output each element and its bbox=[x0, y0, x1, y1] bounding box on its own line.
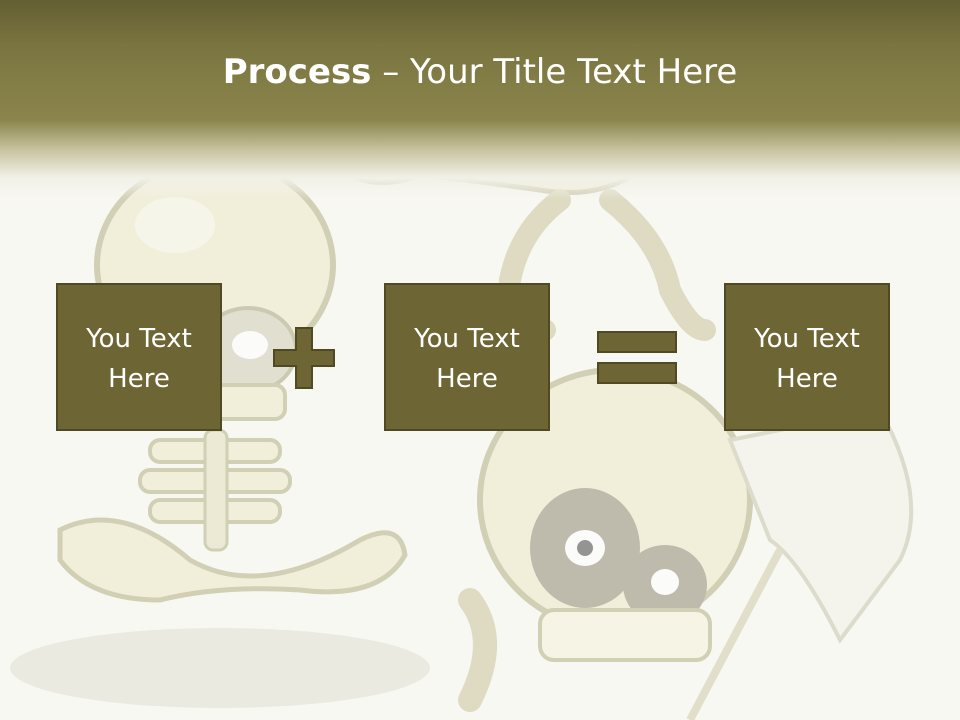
title-rest: – Your Title Text Here bbox=[371, 52, 738, 92]
plus-icon bbox=[273, 327, 335, 389]
process-box-2-text: You Text Here bbox=[414, 324, 520, 394]
equals-icon bbox=[597, 331, 677, 384]
process-box-1: You Text Here bbox=[56, 283, 222, 431]
header-band bbox=[0, 0, 960, 200]
title-bold: Process bbox=[222, 52, 372, 92]
process-box-3-text: You Text Here bbox=[754, 324, 860, 394]
process-box-3: You Text Here bbox=[724, 283, 890, 431]
process-box-2: You Text Here bbox=[384, 283, 550, 431]
process-box-1-text: You Text Here bbox=[86, 324, 192, 394]
slide-title: Process – Your Title Text Here bbox=[0, 52, 960, 92]
